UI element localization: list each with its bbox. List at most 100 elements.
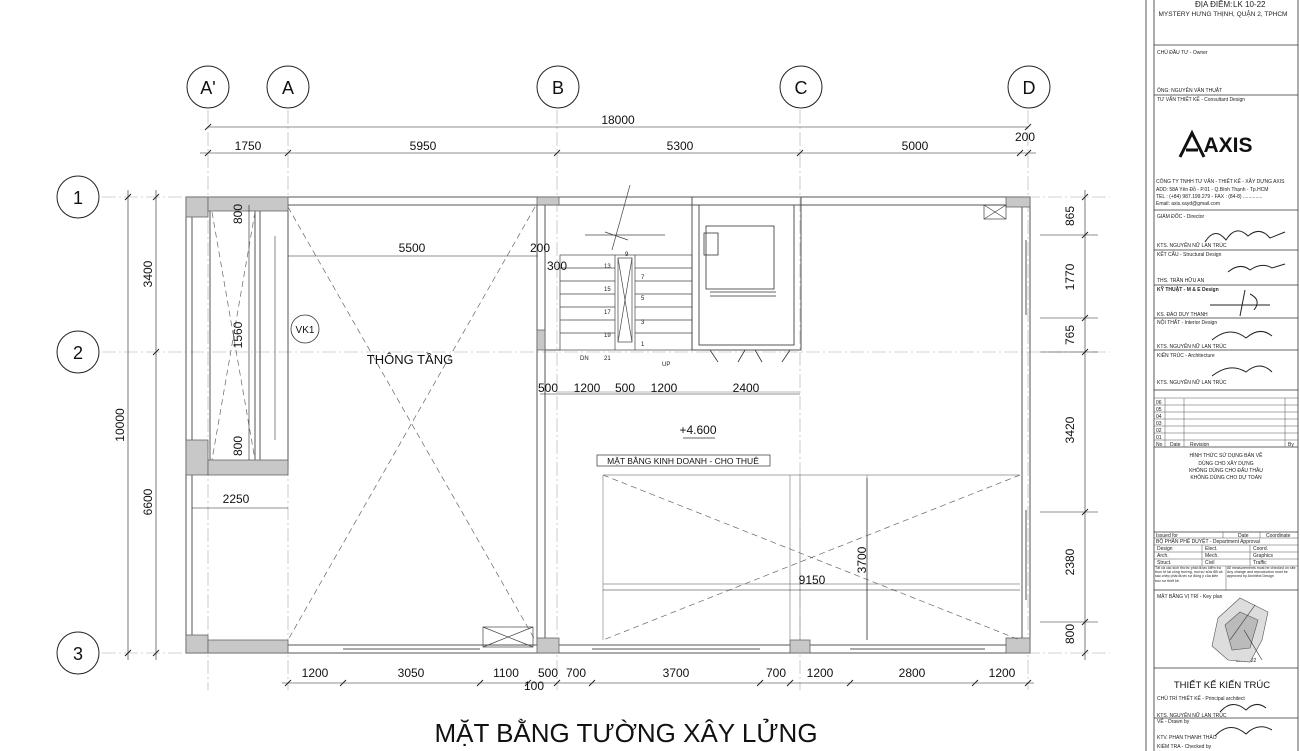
signature-icon bbox=[1227, 263, 1286, 273]
rev-no: 03 bbox=[1156, 421, 1162, 427]
signature-icon bbox=[1219, 704, 1267, 713]
dim-void-800-top: 800 bbox=[231, 204, 245, 224]
dim-stair-row: 1200 bbox=[574, 381, 601, 395]
signatures bbox=[1204, 230, 1286, 737]
dim-bottom-seg: 700 bbox=[766, 666, 786, 680]
dimension-text: 18000 1750 5950 5300 5000 200 5500 200 3… bbox=[223, 113, 1036, 693]
location-header: ĐỊA ĐIỂM: LK 10-22 MYSTERY HƯNG THỊNH, Q… bbox=[1159, 0, 1288, 18]
dimension-lines bbox=[128, 123, 1098, 683]
drawn-label: VẼ - Drawn by bbox=[1157, 718, 1190, 725]
dim-right-seg: 2380 bbox=[1063, 548, 1077, 575]
company-name: CÔNG TY TNHH TƯ VẤN - THIẾT KẾ - XÂY DỰN… bbox=[1156, 178, 1285, 185]
dim-9150: 9150 bbox=[799, 573, 826, 587]
grid-label-1: 1 bbox=[73, 188, 83, 208]
dim-right-seg: 1770 bbox=[1063, 263, 1077, 290]
dim-bottom-seg: 1200 bbox=[807, 666, 834, 680]
checked-label: KIỂM TRA - Checked by bbox=[1157, 743, 1212, 750]
dim-right-seg: 3420 bbox=[1063, 416, 1077, 443]
dim-3700: 3700 bbox=[855, 546, 869, 573]
room-labels: VK1 THÔNG TẦNG +4.600 MẶT BẰNG KINH DOAN… bbox=[290, 314, 771, 467]
stair-num: 13 bbox=[604, 264, 611, 270]
stair-num: 3 bbox=[641, 320, 645, 326]
stair-num: 9 bbox=[625, 252, 629, 258]
sheet-label: THIẾT KẾ KIẾN TRÚC bbox=[1174, 680, 1270, 691]
stair-num: 1 bbox=[641, 342, 645, 348]
stair-up-label: UP bbox=[662, 362, 670, 368]
section-person: KS. ĐÀO DUY THANH bbox=[1157, 311, 1208, 318]
dim-bottom-100: 100 bbox=[524, 679, 544, 693]
approval-cell: Arch. bbox=[1157, 553, 1169, 559]
dim-stair-row: 500 bbox=[615, 381, 635, 395]
dim-void-1560: 1560 bbox=[231, 321, 245, 348]
section-label: KẾT CẤU - Structural Design bbox=[1157, 251, 1222, 258]
signature-icon bbox=[1210, 289, 1270, 317]
void-cross-lines bbox=[211, 206, 1021, 641]
signature-icon bbox=[1204, 230, 1286, 243]
dimension-text-vertical: 10000 3400 6600 800 1560 800 3700 865 17… bbox=[113, 204, 1077, 644]
note-vi: Tất cả các kích thước phải được kiểm tra… bbox=[1155, 566, 1223, 583]
bottom-dimension-text: 1200 3050 1100 500 700 3700 700 1200 280… bbox=[302, 666, 1016, 680]
grid-label-a: A bbox=[282, 78, 294, 98]
dim-left-total: 10000 bbox=[113, 408, 127, 442]
section-label: GIÁM ĐỐC - Director bbox=[1157, 213, 1205, 220]
approval-cell: Traffic bbox=[1253, 560, 1267, 566]
sheet-sub: CHỦ TRÌ THIẾT KẾ - Principal architect bbox=[1157, 695, 1245, 702]
grid-label-a-prime: A' bbox=[200, 78, 215, 98]
title-block-frame bbox=[1145, 0, 1299, 751]
grid-label-c: C bbox=[795, 78, 808, 98]
room-label: MẶT BẰNG KINH DOANH - CHO THUÊ bbox=[607, 456, 759, 466]
dim-2250: 2250 bbox=[223, 492, 250, 506]
stair-num: 19 bbox=[604, 333, 611, 339]
drawn-person: KTV. PHAN THANH THẢO bbox=[1157, 734, 1217, 741]
dim-inner-300: 300 bbox=[547, 259, 567, 273]
signature-icon bbox=[1211, 331, 1273, 341]
stair-num: 7 bbox=[641, 275, 645, 281]
rev-no: 01 bbox=[1156, 435, 1162, 441]
status-line: KHÔNG DÙNG CHO ĐẤU THẦU bbox=[1189, 467, 1263, 474]
approval-cell: Elect. bbox=[1205, 546, 1218, 552]
dim-stair-row: 500 bbox=[538, 381, 558, 395]
dim-bottom-seg: 500 bbox=[538, 666, 558, 680]
void-label: THÔNG TẦNG bbox=[367, 352, 453, 367]
dim-right-seg: 800 bbox=[1063, 624, 1077, 644]
grid-label-2: 2 bbox=[73, 343, 83, 363]
dim-top-seg: 5000 bbox=[902, 139, 929, 153]
section-person: KTS. NGUYỄN NỮ LAN TRÚC bbox=[1157, 343, 1227, 350]
location-code: LK 10-22 bbox=[1233, 0, 1266, 9]
stair-num: 21 bbox=[604, 356, 611, 362]
dim-bottom-seg: 700 bbox=[566, 666, 586, 680]
grid-label-d: D bbox=[1023, 78, 1036, 98]
title-block-text: CHỦ ĐẦU TƯ - Owner ÔNG: NGUYỄN VĂN THUẬT… bbox=[1155, 49, 1297, 750]
company-tel: TEL : (+84) 987.199.279 - FAX : (84-8) .… bbox=[1156, 194, 1262, 200]
consultant-label: TƯ VẤN THIẾT KẾ - Consultant Design bbox=[1157, 96, 1245, 103]
rev-no: 02 bbox=[1156, 428, 1162, 434]
dim-left-lower: 6600 bbox=[141, 488, 155, 515]
section-person: KTS. NGUYỄN NỮ LAN TRÚC bbox=[1157, 242, 1227, 249]
dim-right-seg: 865 bbox=[1063, 206, 1077, 226]
rev-no: 04 bbox=[1156, 414, 1162, 420]
rev-header: Revision bbox=[1190, 442, 1209, 448]
grid-label-3: 3 bbox=[73, 644, 83, 664]
owner-label: CHỦ ĐẦU TƯ - Owner bbox=[1157, 49, 1208, 56]
elevator bbox=[703, 225, 791, 363]
dim-bottom-seg: 2800 bbox=[899, 666, 926, 680]
section-label: KỸ THUẬT - M & E Design bbox=[1157, 286, 1219, 293]
rev-header: By bbox=[1288, 442, 1294, 448]
company-address: ADD: 58A Yên Đỗ - P.01 - Q.Bình Thạnh - … bbox=[1156, 186, 1268, 193]
dim-top-seg: 5950 bbox=[410, 139, 437, 153]
dim-void-800-bottom: 800 bbox=[231, 436, 245, 456]
location-label: ĐỊA ĐIỂM: bbox=[1195, 0, 1232, 9]
status-line: KHÔNG DÙNG CHO DỰ TOÁN bbox=[1190, 474, 1262, 481]
location-address: MYSTERY HƯNG THỊNH, QUẬN 2, TPHCM bbox=[1159, 9, 1288, 18]
columns bbox=[185, 196, 1031, 654]
rev-header: Date bbox=[1170, 442, 1181, 448]
chief-person: KTS. NGUYỄN NỮ LAN TRÚC bbox=[1157, 712, 1227, 719]
dim-bottom-seg: 3050 bbox=[398, 666, 425, 680]
rev-no: 06 bbox=[1156, 400, 1162, 406]
issued-date: Date bbox=[1238, 533, 1249, 539]
note-en: All measurements must be checked on site… bbox=[1227, 566, 1297, 579]
dim-inner-5500: 5500 bbox=[399, 241, 426, 255]
approval-cell: Design bbox=[1157, 546, 1173, 552]
dim-stair-row: 1200 bbox=[651, 381, 678, 395]
vk1-tag: VK1 bbox=[296, 325, 315, 336]
